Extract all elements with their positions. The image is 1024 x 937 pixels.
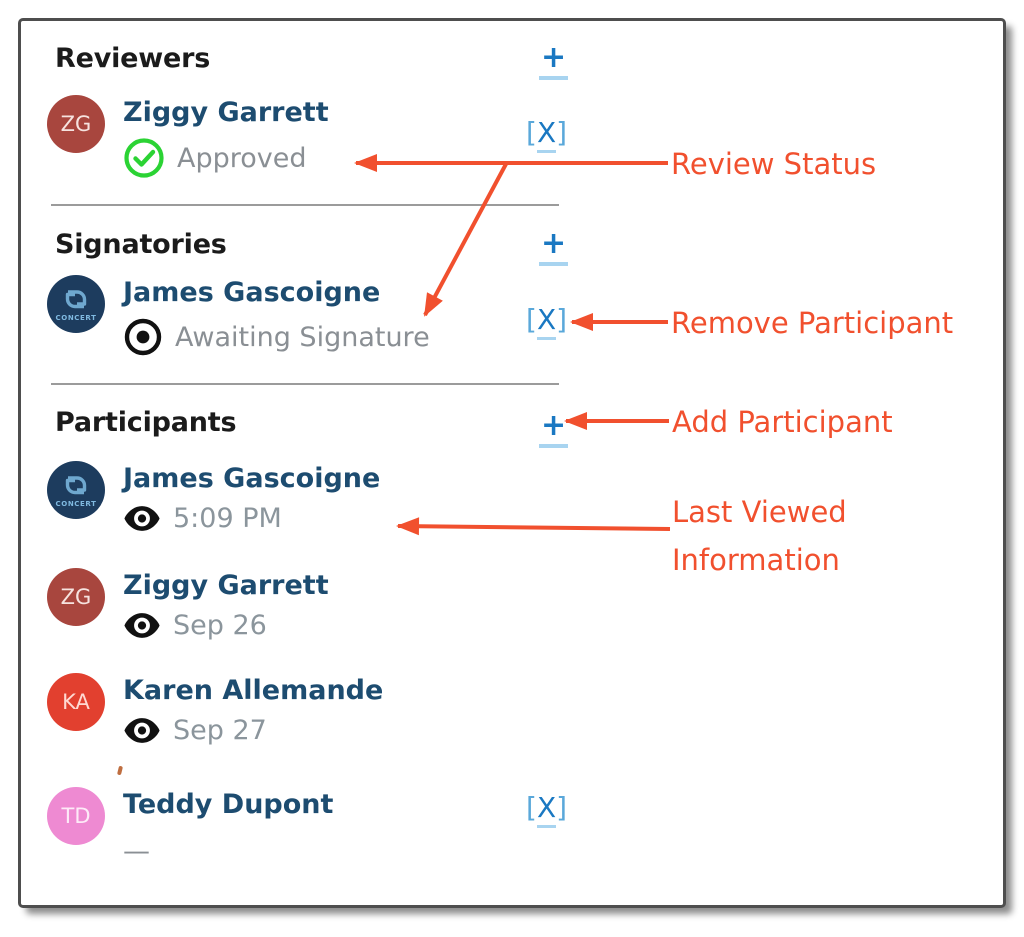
avatar-concert-logo: CONCERT <box>47 461 105 534</box>
avatar-initials: TD <box>61 804 91 828</box>
section-title-reviewers: Reviewers <box>55 43 211 74</box>
bracket-open: [ <box>526 791 537 824</box>
participant-row-james: CONCERT James Gascoigne 5:09 PM <box>47 461 380 534</box>
annotation-last-viewed-line2: Information <box>672 543 840 577</box>
approved-check-icon <box>123 137 165 179</box>
remove-reviewer-button[interactable]: [X] <box>526 116 568 153</box>
last-viewed-text: 5:09 PM <box>173 503 282 534</box>
signature-status-line: Awaiting Signature <box>123 317 430 357</box>
avatar-ziggy-garrett: ZG <box>47 568 105 626</box>
section-title-participants: Participants <box>55 407 237 438</box>
bracket-open: [ <box>526 303 537 336</box>
section-title-signatories: Signatories <box>55 229 227 260</box>
participant-row-karen: KA Karen Allemande Sep 27 <box>47 673 383 746</box>
last-viewed-line: 5:09 PM <box>123 503 380 534</box>
bracket-open: [ <box>526 116 537 149</box>
eye-icon <box>123 716 161 745</box>
participant-name: Karen Allemande <box>123 675 384 706</box>
avatar-teddy-dupont: TD <box>47 787 105 845</box>
remove-signatory-button[interactable]: [X] <box>526 303 568 340</box>
annotation-last-viewed-line1: Last Viewed <box>672 495 847 529</box>
participant-name: Ziggy Garrett <box>123 570 329 601</box>
eye-icon <box>123 504 161 533</box>
review-status-line: Approved <box>123 137 329 179</box>
last-viewed-placeholder: — <box>123 836 150 867</box>
section-divider <box>51 383 559 385</box>
participant-name: James Gascoigne <box>123 463 381 494</box>
add-reviewer-button[interactable]: + <box>539 43 569 80</box>
status-text: Awaiting Signature <box>175 321 430 353</box>
reviewer-name: Ziggy Garrett <box>123 97 329 128</box>
reviewer-row-ziggy: ZG Ziggy Garrett Approved <box>47 95 329 179</box>
bracket-close: ] <box>556 791 568 824</box>
avatar-karen-allemande: KA <box>47 673 105 731</box>
add-participant-button[interactable]: + <box>539 411 569 448</box>
last-viewed-text: Sep 26 <box>173 610 267 641</box>
add-signatory-button[interactable]: + <box>539 229 569 266</box>
signatory-row-james: CONCERT James Gascoigne Awaiting Signatu… <box>47 275 430 357</box>
concert-logo-text: CONCERT <box>56 314 97 322</box>
awaiting-signature-icon <box>123 317 163 357</box>
eye-icon <box>123 611 161 640</box>
status-text: Approved <box>177 142 307 174</box>
remove-x: X <box>536 116 557 153</box>
bracket-close: ] <box>556 116 568 149</box>
remove-x: X <box>536 303 557 340</box>
participants-panel: Reviewers + ZG Ziggy Garrett Approved <box>18 18 1006 908</box>
avatar-concert-logo: CONCERT <box>47 275 105 357</box>
participant-row-ziggy: ZG Ziggy Garrett Sep 26 <box>47 568 329 641</box>
remove-x: X <box>536 791 557 828</box>
avatar-ziggy-garrett: ZG <box>47 95 105 153</box>
signatory-name: James Gascoigne <box>123 277 381 308</box>
annotation-add-participant: Add Participant <box>672 405 893 439</box>
section-divider <box>51 204 559 206</box>
remove-participant-teddy-button[interactable]: [X] <box>526 791 568 828</box>
annotation-review-status: Review Status <box>671 147 877 181</box>
last-viewed-line: Sep 27 <box>123 715 383 746</box>
avatar-initials: ZG <box>60 112 92 136</box>
annotation-remove-participant: Remove Participant <box>671 306 954 340</box>
avatar-initials: ZG <box>60 585 92 609</box>
participant-row-teddy: TD Teddy Dupont — <box>47 787 333 867</box>
last-viewed-line: Sep 26 <box>123 610 329 641</box>
last-viewed-text: Sep 27 <box>173 715 267 746</box>
concert-logo-text: CONCERT <box>56 500 97 508</box>
avatar-initials: KA <box>62 690 90 714</box>
bracket-close: ] <box>556 303 568 336</box>
participant-name: Teddy Dupont <box>123 789 334 820</box>
